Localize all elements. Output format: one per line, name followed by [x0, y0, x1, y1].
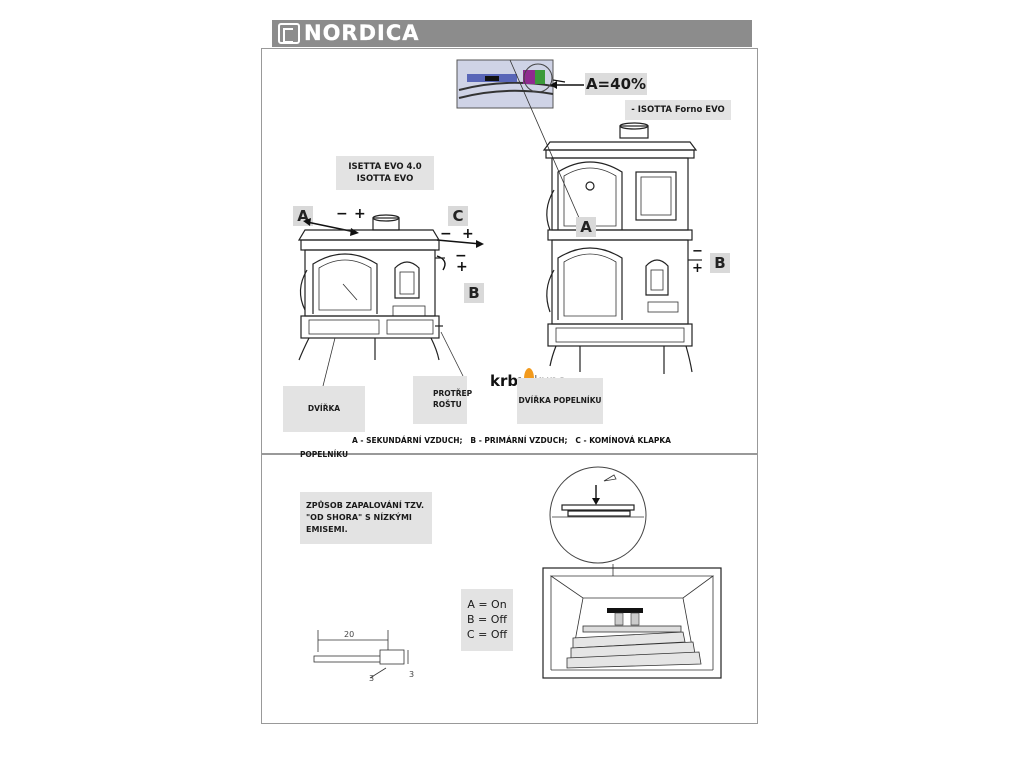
minus-sign-c: − — [440, 226, 452, 242]
model-label-left: ISETTA EVO 4.0 ISOTTA EVO — [336, 156, 434, 190]
air-control-zoom-icon — [456, 59, 566, 109]
percent-label: A=40% — [585, 73, 647, 95]
zoom-circle-icon — [523, 63, 553, 93]
header-bar: NORDICA — [272, 20, 752, 47]
nordica-logo-icon — [278, 23, 300, 44]
setting-a: A = On — [467, 598, 507, 611]
minus-sign-a: − — [336, 206, 348, 222]
plus-sign-right: + — [692, 261, 703, 276]
model-left-line2: ISOTTA EVO — [356, 174, 414, 184]
dimension-small-a: 3 — [369, 674, 375, 683]
brand-logo-text: NORDICA — [304, 21, 420, 45]
flame-icon — [524, 368, 534, 386]
plus-sign-a: + — [354, 206, 366, 222]
setting-c: C = Off — [466, 628, 508, 641]
isetta-stove-drawing — [297, 214, 484, 387]
minus-sign-b: − — [455, 248, 467, 264]
label-b-right: B — [710, 253, 730, 273]
kindling-detail-circle — [549, 466, 647, 564]
dimension-width-label: 20 — [344, 630, 355, 639]
minus-sign-right: − — [692, 244, 703, 259]
ash-door-label-right: DVÍŘKA POPELNÍKU — [517, 378, 603, 424]
plus-sign-c: + — [462, 226, 474, 242]
model-left-line1: ISETTA EVO 4.0 — [348, 162, 422, 172]
label-b-left: B — [464, 283, 484, 303]
control-settings-box: A = On B = Off C = Off — [461, 589, 513, 651]
legend-text: A - SEKUNDÁRNÍ VZDUCH; B - PRIMÁRNÍ VZDU… — [352, 436, 671, 445]
grate-shaker-line1: PROTŘEP — [433, 389, 473, 398]
label-c-left: C — [448, 206, 468, 226]
callout-arrow-icon — [550, 81, 584, 89]
label-a-right: A — [576, 217, 596, 237]
ash-door-label-left: DVÍŘKA POPELNÍKU — [283, 386, 365, 459]
grate-shaker-line2: ROŠTU — [433, 400, 462, 409]
model-label-right: - ISOTTA Forno EVO — [625, 100, 731, 120]
setting-b: B = Off — [467, 613, 507, 626]
kindling-dimension-drawing — [313, 630, 409, 679]
firebox-section-drawing — [542, 564, 722, 679]
grate-shaker-label: PROTŘEP ROŠTU — [413, 376, 473, 424]
plus-sign-b: + — [456, 259, 468, 275]
dimension-small-b: 3 — [409, 670, 415, 679]
isotta-forno-stove-drawing — [509, 59, 702, 374]
ignition-title: ZPŮSOB ZAPALOVÁNÍ TZV. "OD SHORA" S NÍZK… — [300, 492, 432, 544]
